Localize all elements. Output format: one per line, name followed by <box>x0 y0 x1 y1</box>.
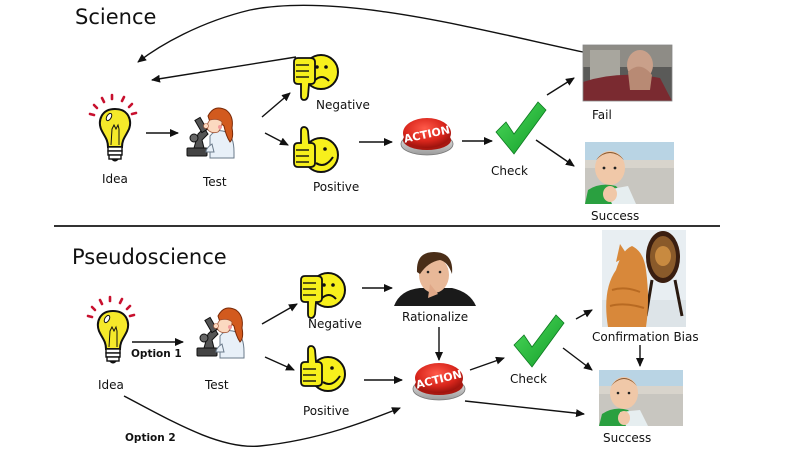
arrow-action-to-success <box>464 400 585 418</box>
arrow-test-to-positive <box>264 132 289 146</box>
pseudoscience-positive-label: Positive <box>303 404 349 418</box>
kitten-lion-mirror-photo <box>602 230 686 327</box>
lightbulb-icon <box>86 295 136 365</box>
arrow-action-to-check <box>469 356 505 371</box>
thumbs-up-smiley-face-icon <box>293 126 339 173</box>
arrow-fail-to-idea <box>137 4 584 63</box>
science-fail-label: Fail <box>592 108 612 122</box>
red-action-button-icon: ACTION <box>400 117 454 156</box>
thinking-man-photo <box>394 252 476 306</box>
confirmation-bias-label: Confirmation Bias <box>592 330 699 344</box>
pseudoscience-test-label: Test <box>204 378 229 392</box>
green-checkmark-icon <box>495 101 547 155</box>
arrow-check-to-success <box>535 139 575 167</box>
science-idea-label: Idea <box>102 172 128 186</box>
facepalm-photo <box>582 44 673 102</box>
arrow-test-to-negative <box>261 303 298 325</box>
science-negative-label: Negative <box>316 98 370 112</box>
arrow-idea-to-action-option2 <box>123 395 401 448</box>
arrow-check-to-success <box>562 347 593 371</box>
arrow-check-to-confirmation-bias <box>575 309 593 320</box>
scientist-microscope-icon <box>186 107 235 159</box>
arrow-negative-to-idea <box>151 56 297 83</box>
pseudoscience-negative-label: Negative <box>308 317 362 331</box>
arrow-check-to-fail <box>546 77 575 96</box>
scientist-microscope-icon <box>196 307 245 359</box>
science-success-label: Success <box>591 209 639 223</box>
science-title: Science <box>75 5 156 29</box>
option1-label: Option 1 <box>131 348 182 360</box>
pseudoscience-title: Pseudoscience <box>72 245 227 269</box>
thumbs-down-sad-face-icon <box>293 54 339 101</box>
rationalize-label: Rationalize <box>402 310 468 324</box>
arrow-test-to-positive <box>264 356 295 371</box>
science-check-label: Check <box>491 164 528 178</box>
green-checkmark-icon <box>513 314 565 368</box>
thumbs-down-sad-face-icon <box>300 272 346 319</box>
science-positive-label: Positive <box>313 180 359 194</box>
pseudoscience-success-label: Success <box>603 431 651 445</box>
science-test-label: Test <box>202 175 227 189</box>
arrow-test-to-negative <box>261 92 291 118</box>
red-action-button-icon: ACTION <box>412 362 466 401</box>
success-kid-photo <box>599 370 683 426</box>
option2-label: Option 2 <box>125 432 176 444</box>
thumbs-up-smiley-face-icon <box>300 345 346 392</box>
pseudoscience-check-label: Check <box>510 372 547 386</box>
pseudoscience-idea-label: Idea <box>98 378 124 392</box>
success-kid-photo <box>585 142 674 204</box>
lightbulb-icon <box>88 93 138 163</box>
